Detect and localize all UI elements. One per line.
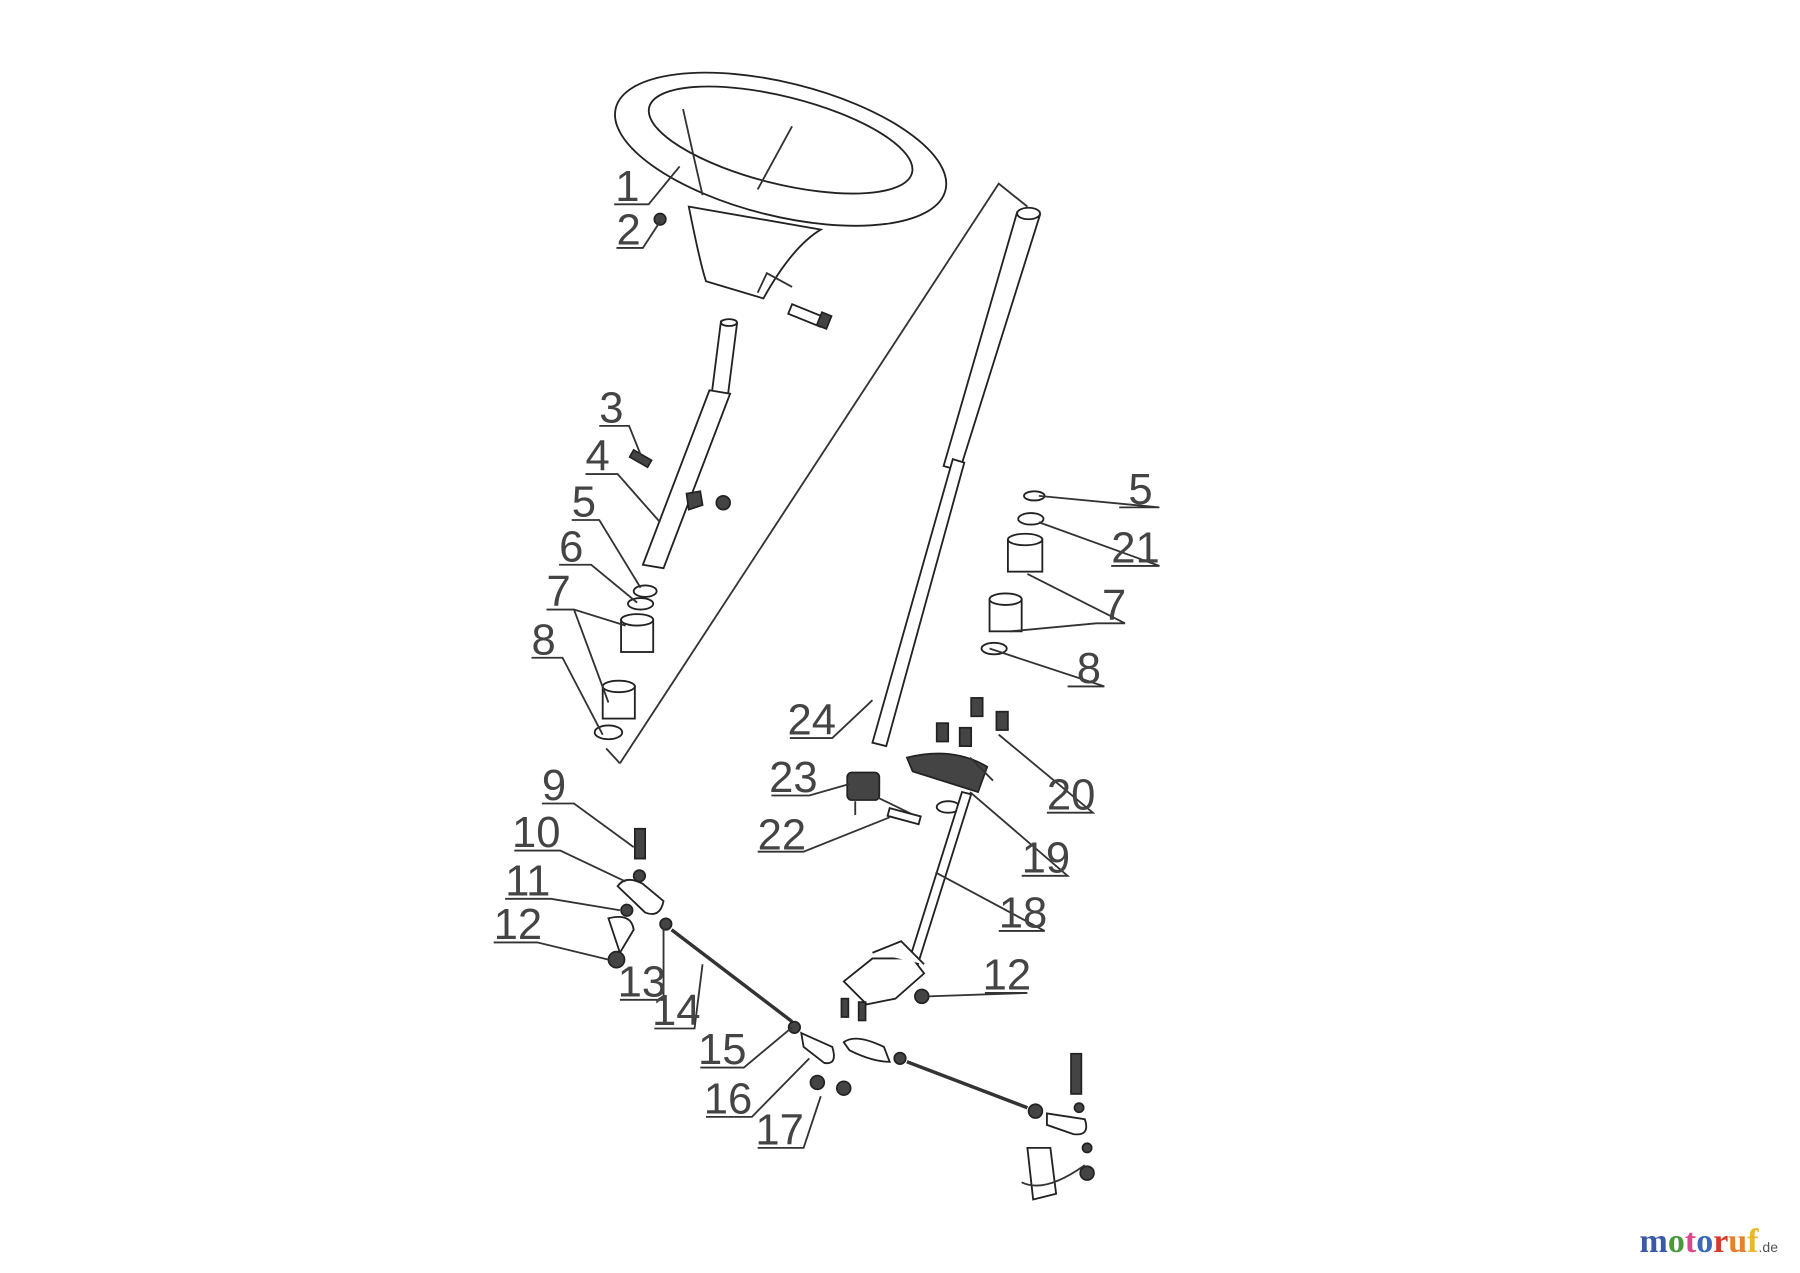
callout-10: 10 <box>512 809 561 857</box>
callout-16: 16 <box>704 1075 753 1123</box>
left-bushings <box>593 584 658 741</box>
callout-8-left: 8 <box>532 616 556 664</box>
callout-1: 1 <box>615 163 639 211</box>
callout-7-left: 7 <box>546 568 570 616</box>
gear-assembly <box>846 697 1009 826</box>
callout-18: 18 <box>999 889 1048 937</box>
callout-21: 21 <box>1111 524 1160 572</box>
callout-12-right: 12 <box>983 951 1032 999</box>
lower-shaft <box>840 790 973 1022</box>
callout-8-right: 8 <box>1077 645 1101 693</box>
leader-lines <box>493 165 1160 1149</box>
callout-2: 2 <box>616 206 640 254</box>
callout-23: 23 <box>769 754 818 802</box>
steering-wheel <box>614 71 948 300</box>
callout-7-right: 7 <box>1102 582 1126 630</box>
logo-letter: o <box>1667 1223 1685 1260</box>
callout-9: 9 <box>542 762 566 810</box>
logo-letter: m <box>1639 1223 1668 1260</box>
callout-14: 14 <box>652 987 701 1035</box>
callout-4: 4 <box>585 433 609 481</box>
callout-6: 6 <box>559 523 583 571</box>
logo-letter: o <box>1696 1223 1714 1260</box>
callout-labels: 1 2 3 4 5 6 7 8 9 10 11 12 13 14 15 16 1… <box>494 163 1160 1155</box>
callout-15: 15 <box>698 1026 747 1074</box>
logo-letter: t <box>1684 1223 1697 1260</box>
callout-5-left: 5 <box>572 479 596 527</box>
steering-column <box>871 206 1042 748</box>
logo-suffix: .de <box>1758 1239 1778 1255</box>
right-tie-rod <box>842 1037 1095 1201</box>
wheel-bolt <box>653 212 833 330</box>
motoruf-logo: motoruf.de <box>1640 1223 1778 1261</box>
callout-24: 24 <box>788 697 837 745</box>
callout-5-right: 5 <box>1128 466 1152 514</box>
upper-steering-shaft <box>628 318 739 570</box>
logo-letter: u <box>1728 1223 1748 1260</box>
callout-22: 22 <box>758 811 807 859</box>
callout-13: 13 <box>618 958 667 1006</box>
callout-12-left: 12 <box>494 901 543 949</box>
callout-19: 19 <box>1022 834 1071 882</box>
logo-letter: f <box>1747 1223 1759 1260</box>
callout-20: 20 <box>1047 771 1096 819</box>
callout-17: 17 <box>755 1106 804 1154</box>
callout-3: 3 <box>599 384 623 432</box>
left-tie-rod <box>607 827 852 1096</box>
logo-letter: r <box>1713 1223 1729 1260</box>
callout-11: 11 <box>505 857 550 905</box>
right-bushings <box>980 490 1046 656</box>
